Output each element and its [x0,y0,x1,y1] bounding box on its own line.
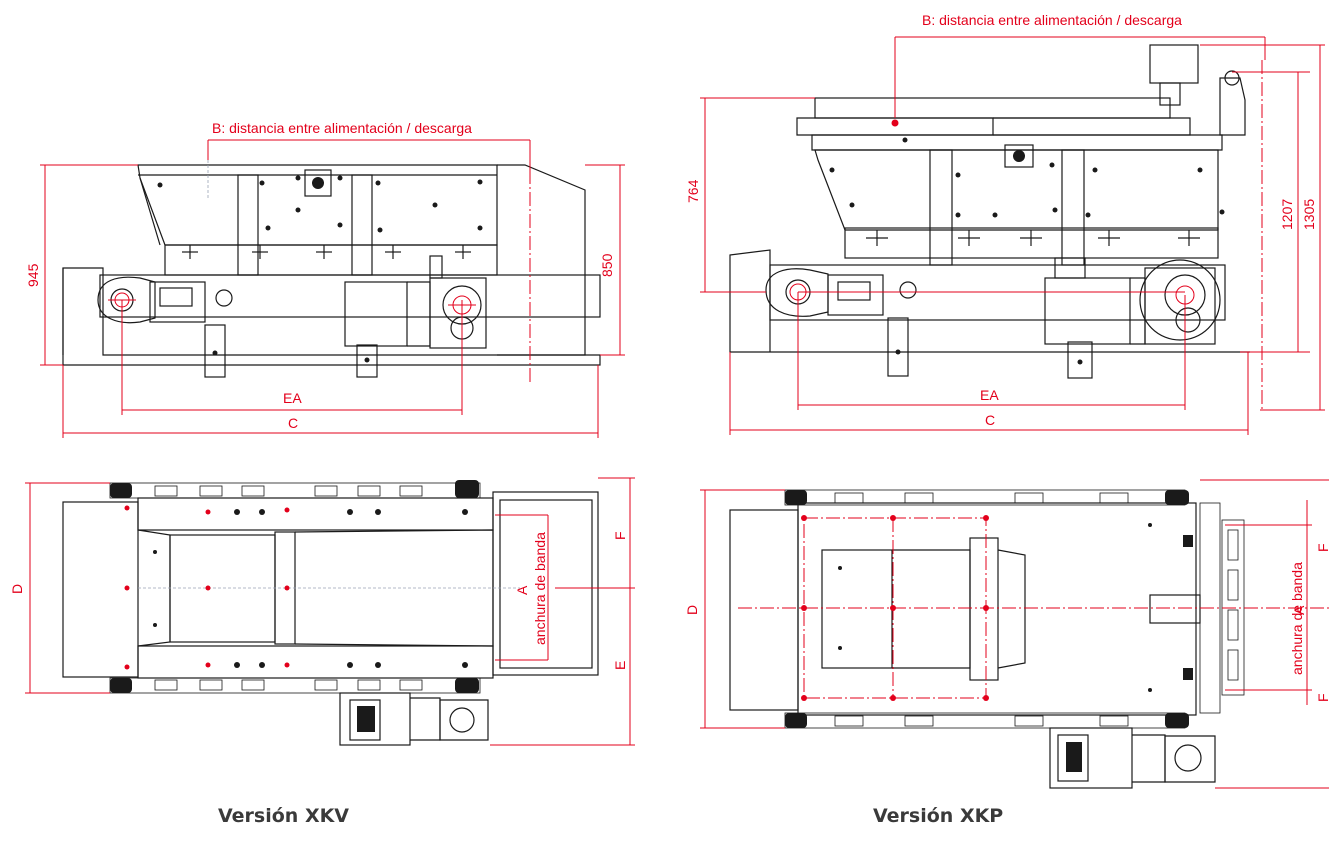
xkv-ea-label: EA [283,390,302,406]
xkp-top-view [729,489,1329,789]
xkp-764-label: 764 [685,179,701,203]
xkp-top-dimensions [700,479,1329,789]
xkp-d-label: D [684,605,700,615]
xkp-band-label: anchura de banda [1289,562,1305,675]
xkp-side-dimensions [700,36,1325,435]
xkp-b-label: B: distancia entre alimentación / descar… [922,12,1182,28]
xkv-side-view [62,164,601,378]
xkv-caption: Versión XKV [218,805,349,827]
xkp-1305-label: 1305 [1301,199,1317,230]
xkv-band-label: anchura de banda [532,532,548,645]
xkv-e-label: E [612,661,628,670]
xkv-labels: B: distancia entre alimentación / descar… [9,120,628,827]
xkv-top-dimensions [25,477,635,746]
xkv-side-dimensions [40,139,625,438]
xkv-850-label: 850 [599,253,615,277]
xkp-labels: B: distancia entre alimentación / descar… [684,12,1329,827]
xkp-1207-label: 1207 [1279,199,1295,230]
xkp-a-label: A [1291,605,1307,615]
xkp-side-view [729,44,1250,379]
xkp-f-bottom-label: F [1315,693,1329,702]
xkv-f-label: F [612,531,628,540]
xkv-b-label: B: distancia entre alimentación / descar… [212,120,472,136]
xkv-c-label: C [288,415,298,431]
xkv-a-label: A [514,585,530,595]
xkv-top-view [62,480,599,746]
xkv-945-label: 945 [25,263,41,287]
xkp-ea-label: EA [980,387,999,403]
xkp-caption: Versión XKP [873,805,1003,827]
xkp-c-label: C [985,412,995,428]
xkv-d-label: D [9,584,25,594]
xkp-f-top-label: F [1315,543,1329,552]
